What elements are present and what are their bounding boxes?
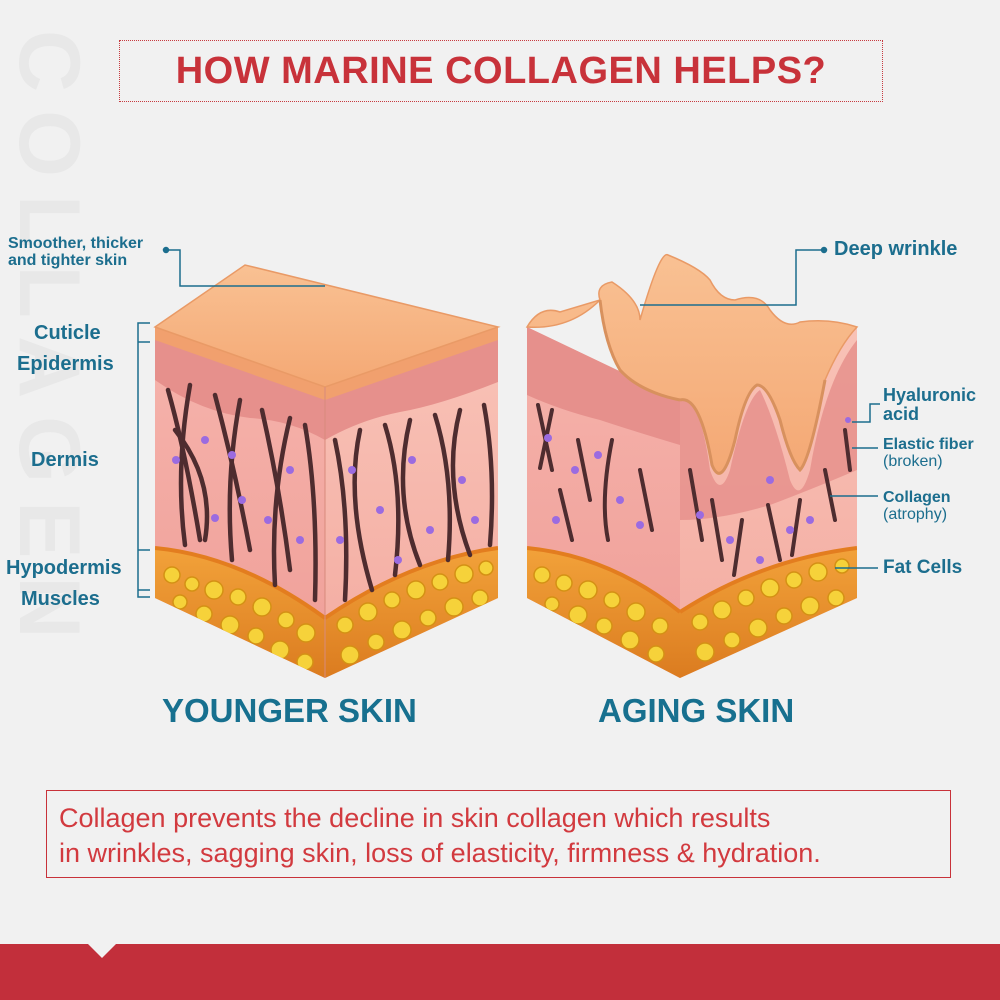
- label-elastic-fiber-note: (broken): [883, 452, 943, 470]
- label-hyaluronic-acid: Hyaluronic acid: [883, 386, 976, 424]
- label-smoother-skin: Smoother, thicker and tighter skin: [8, 235, 144, 270]
- note-line-1: Collagen prevents the decline in skin co…: [59, 803, 771, 833]
- label-fat-cells: Fat Cells: [883, 557, 963, 578]
- label-cuticle: Cuticle: [34, 322, 101, 344]
- page-title: HOW MARINE COLLAGEN HELPS?: [175, 49, 827, 92]
- label-collagen-title: Collagen: [883, 489, 951, 506]
- younger-fat-cells-left: [161, 566, 316, 671]
- label-hyaluronic-line2: acid: [883, 403, 920, 424]
- label-elastic-fiber-title: Elastic fiber: [883, 436, 974, 453]
- aging-fat-cells-left: [533, 566, 669, 663]
- note-box: Collagen prevents the decline in skin co…: [46, 790, 951, 878]
- aging-fat-cells-right: [691, 558, 850, 662]
- label-elastic-fiber: Elastic fiber (broken): [883, 436, 974, 471]
- leader-lines: [137, 246, 880, 598]
- label-collagen-note: (atrophy): [883, 505, 948, 523]
- label-smoother-line1: Smoother, thicker: [8, 235, 144, 252]
- note-line-2: in wrinkles, sagging skin, loss of elast…: [59, 838, 821, 868]
- label-epidermis: Epidermis: [17, 353, 114, 375]
- watermark-text: COLLAGEN: [1, 30, 97, 657]
- label-hyaluronic-line1: Hyaluronic: [883, 385, 977, 405]
- label-deep-wrinkle: Deep wrinkle: [834, 238, 958, 260]
- label-collagen: Collagen (atrophy): [883, 489, 951, 524]
- label-smoother-line2: and tighter skin: [8, 251, 128, 269]
- caption-younger-skin: YOUNGER SKIN: [162, 692, 417, 729]
- caption-aging-skin: AGING SKIN: [598, 692, 795, 729]
- label-muscles: Muscles: [21, 588, 100, 610]
- younger-fat-cells-right: [336, 560, 494, 665]
- label-dermis: Dermis: [31, 449, 99, 471]
- title-box: HOW MARINE COLLAGEN HELPS?: [119, 40, 883, 102]
- label-hypodermis: Hypodermis: [6, 557, 122, 579]
